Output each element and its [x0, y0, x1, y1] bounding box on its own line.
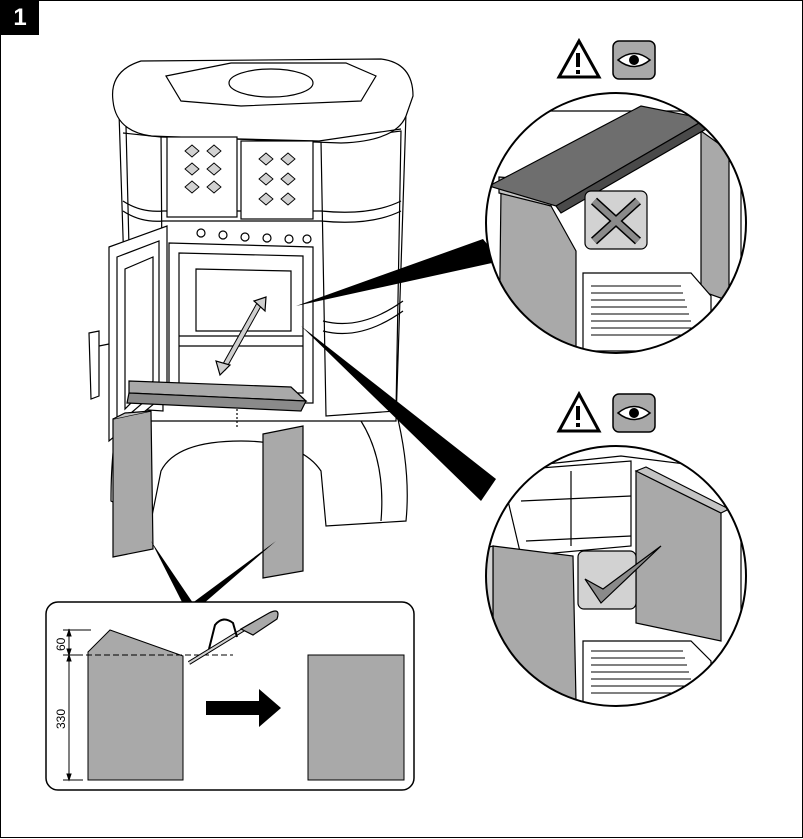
cross-icon	[584, 190, 648, 250]
cutting-instruction-inset: 60 330	[45, 601, 415, 791]
eye-icon	[612, 393, 656, 433]
warning-icons-upper	[556, 37, 656, 80]
step-number-badge: 1	[1, 1, 39, 35]
brick-after-cut	[307, 654, 405, 781]
firebrick-panels	[112, 410, 304, 579]
warning-icons-lower	[556, 390, 656, 433]
brick-before-cut	[87, 629, 184, 781]
dimension-lines	[63, 628, 91, 782]
callout-incorrect-installation	[485, 92, 747, 354]
callout-pointers	[151, 239, 501, 604]
firebrick-right	[262, 425, 304, 579]
dimension-label-60: 60	[54, 637, 68, 651]
dimension-label-330: 330	[54, 709, 68, 729]
callout-correct-installation	[485, 445, 747, 707]
right-arrow-icon	[206, 689, 281, 727]
firebrick-left	[112, 410, 154, 558]
eye-icon	[612, 40, 656, 80]
checkmark-icon	[577, 545, 662, 610]
stove-illustration	[88, 58, 414, 527]
hacksaw-icon	[187, 610, 279, 665]
